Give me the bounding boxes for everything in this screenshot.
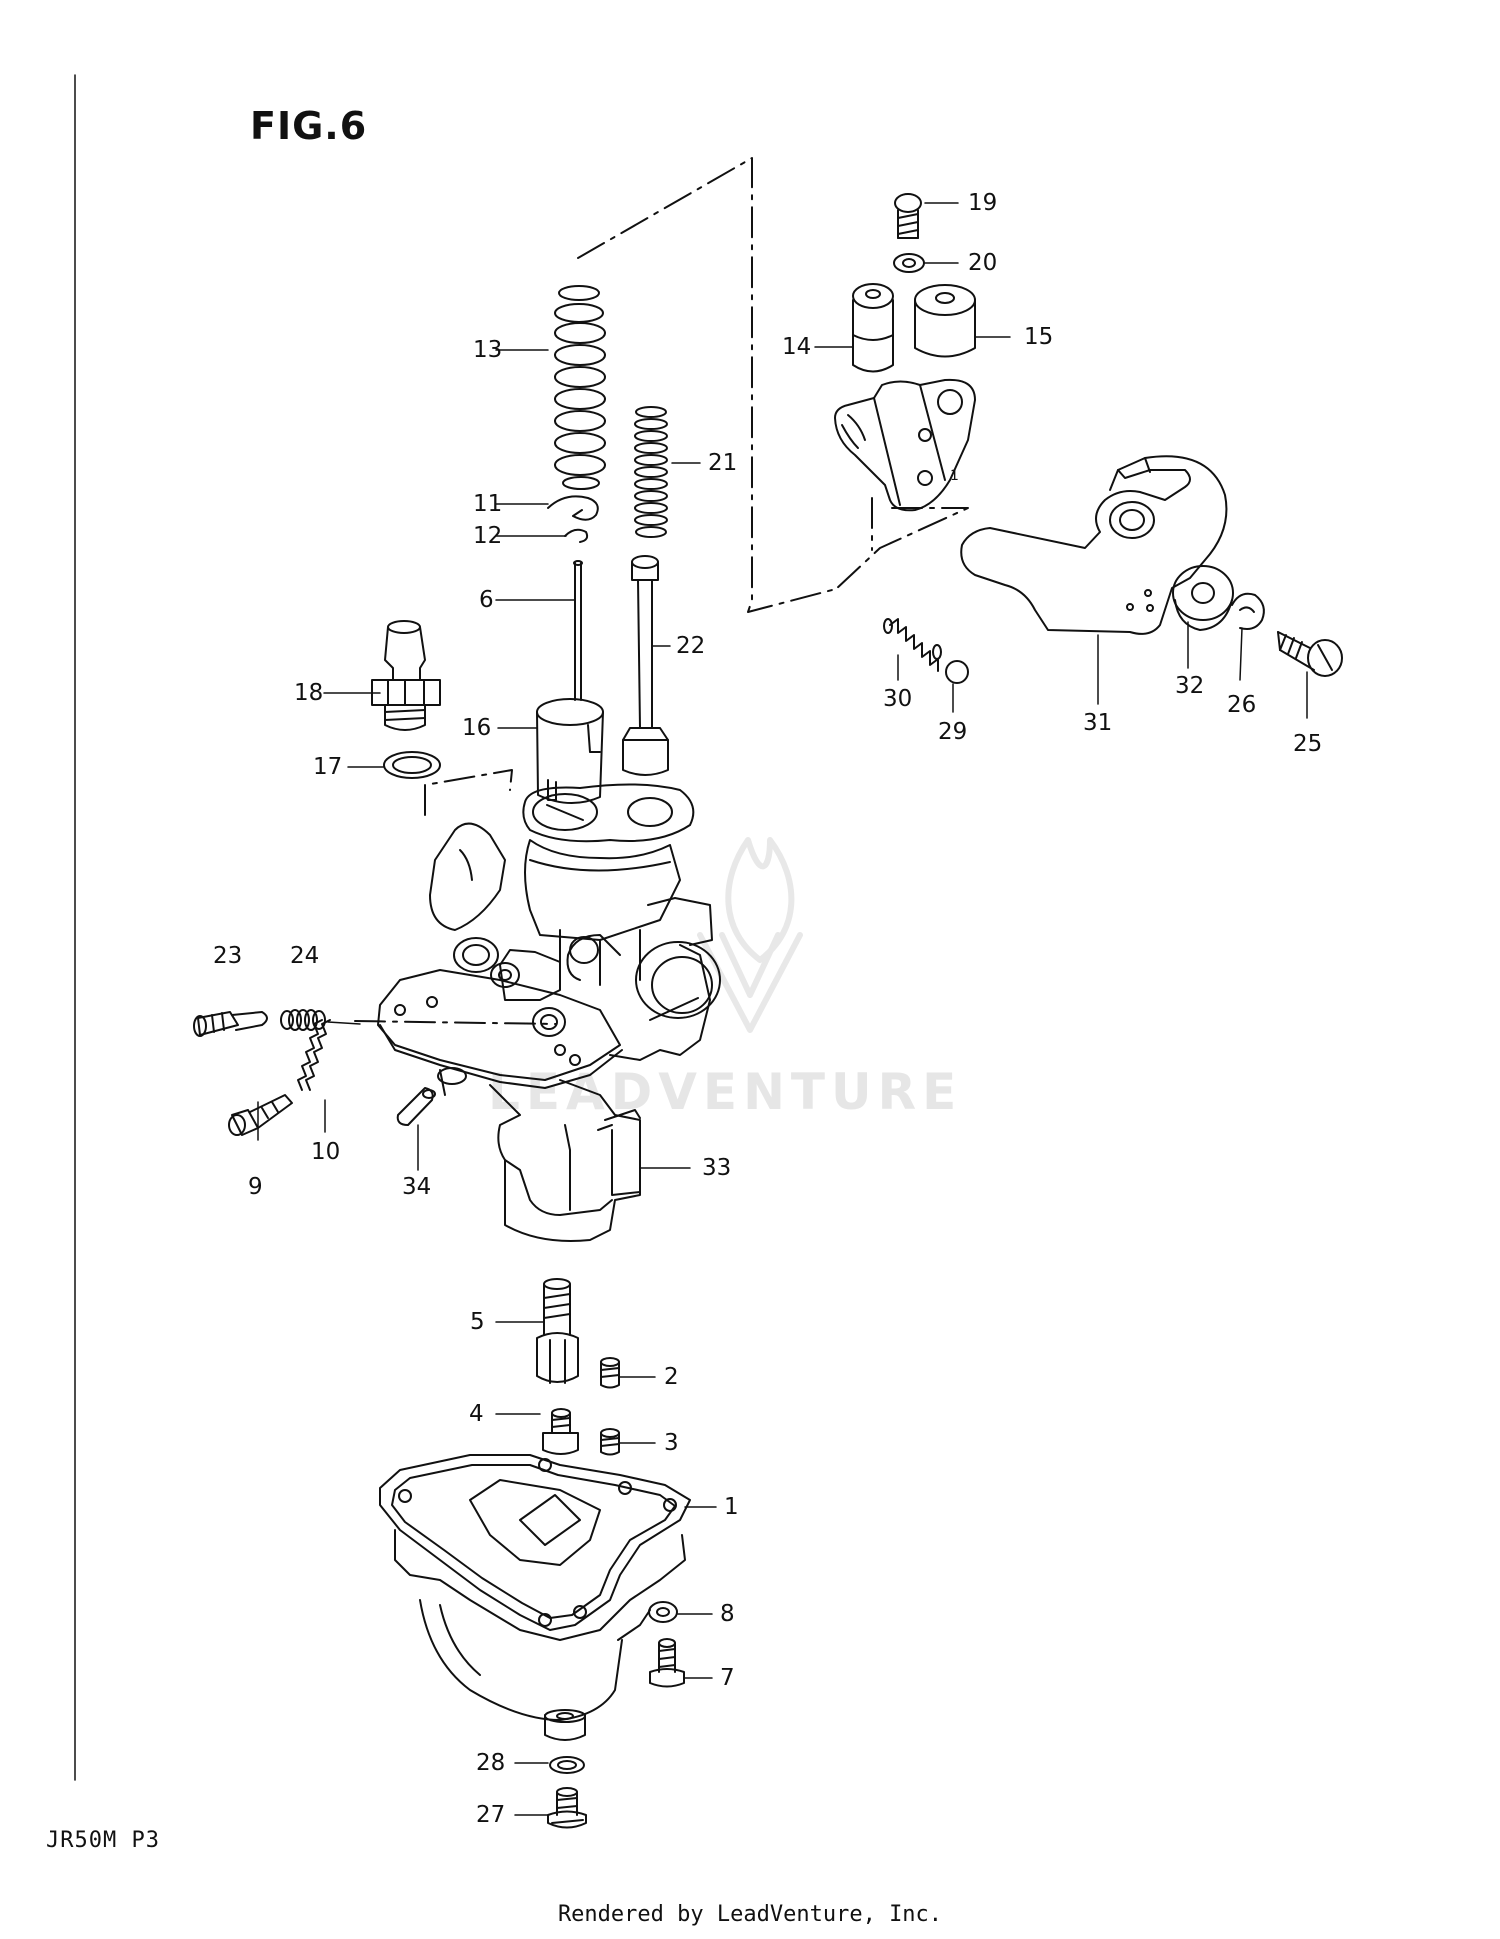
- part-15-cap: [914, 284, 976, 358]
- part-19-screw: [894, 193, 922, 239]
- callout-14: 14: [782, 334, 812, 360]
- callout-26: 26: [1227, 692, 1257, 718]
- part-11-clip: [547, 495, 599, 521]
- callout-15: 15: [1024, 324, 1054, 350]
- cable-bracket-housing: 1: [834, 378, 976, 512]
- top-gasket: [522, 783, 695, 843]
- model-code: JR50M P3: [46, 1828, 160, 1853]
- callout-8: 8: [720, 1601, 735, 1627]
- part-26-washer: [1231, 592, 1265, 630]
- callout-2: 2: [664, 1364, 679, 1390]
- callout-13: 13: [473, 337, 503, 363]
- callout-5: 5: [470, 1309, 485, 1335]
- part-12-clip: [564, 528, 589, 543]
- part-23-screw: [193, 1011, 268, 1037]
- callout-6: 6: [479, 587, 494, 613]
- part-27-drain-plug: [547, 1787, 587, 1829]
- callout-24: 24: [290, 943, 320, 969]
- part-10-spring: [297, 1019, 331, 1091]
- part-13-spring: [554, 285, 606, 490]
- callout-3: 3: [664, 1430, 679, 1456]
- callout-22: 22: [676, 633, 706, 659]
- part-21-spring: [634, 406, 668, 538]
- part-17-gasket: [383, 751, 441, 779]
- part-31-lever-plate: [960, 455, 1228, 635]
- render-credit: Rendered by LeadVenture, Inc.: [557, 1902, 943, 1927]
- callout-9: 9: [248, 1174, 263, 1200]
- part-8-washer: [648, 1601, 678, 1623]
- callout-10: 10: [311, 1139, 341, 1165]
- callout-29: 29: [938, 719, 968, 745]
- part-22-starter-plunger: [622, 555, 669, 776]
- part-29-ball: [945, 660, 969, 684]
- callout-32: 32: [1175, 673, 1205, 699]
- callout-19: 19: [968, 190, 998, 216]
- part-2-plug: [600, 1357, 620, 1389]
- callout-4: 4: [469, 1401, 484, 1427]
- part-6-needle: [573, 560, 583, 701]
- part-20-washer: [893, 253, 925, 273]
- callout-1: 1: [724, 1494, 739, 1520]
- callout-31: 31: [1083, 710, 1113, 736]
- part-3-plug: [600, 1428, 620, 1456]
- callout-17: 17: [313, 754, 343, 780]
- callout-23: 23: [213, 943, 243, 969]
- callout-16: 16: [462, 715, 492, 741]
- part-34-pin: [396, 1087, 436, 1126]
- part-7-screw: [649, 1638, 685, 1688]
- part-30-spring: [883, 618, 942, 672]
- float-bowl: [394, 1529, 686, 1741]
- part-25-screw: [1277, 631, 1343, 677]
- leader-lines: [257, 202, 1308, 1816]
- callout-34: 34: [402, 1174, 432, 1200]
- callout-21: 21: [708, 450, 738, 476]
- part-9-screw: [228, 1094, 293, 1136]
- callout-28: 28: [476, 1750, 506, 1776]
- part-14-cap: [852, 283, 894, 373]
- part-5-main-jet: [536, 1278, 579, 1384]
- callout-27: 27: [476, 1802, 506, 1828]
- carburetor-body: [377, 822, 721, 1242]
- figure-title: FIG.6: [250, 104, 368, 148]
- callout-25: 25: [1293, 731, 1323, 757]
- callout-11: 11: [473, 491, 503, 517]
- watermark-logo: [697, 837, 803, 1033]
- callout-7: 7: [720, 1665, 735, 1691]
- callout-18: 18: [294, 680, 324, 706]
- part-18-fuel-fitting: [371, 620, 441, 731]
- assembly-guide-lines: [354, 157, 969, 1025]
- callout-20: 20: [968, 250, 998, 276]
- callout-33: 33: [702, 1155, 732, 1181]
- callout-12: 12: [473, 523, 503, 549]
- callout-30: 30: [883, 686, 913, 712]
- part-1-float-bowl-gasket: [379, 1454, 691, 1631]
- part-16-throttle-valve: [536, 698, 604, 805]
- part-32-collar: [1172, 565, 1234, 631]
- svg-text:1: 1: [950, 468, 959, 484]
- part-28-gasket: [549, 1756, 585, 1774]
- part-24-spring: [280, 1009, 326, 1031]
- part-4-pilot-jet: [542, 1408, 579, 1455]
